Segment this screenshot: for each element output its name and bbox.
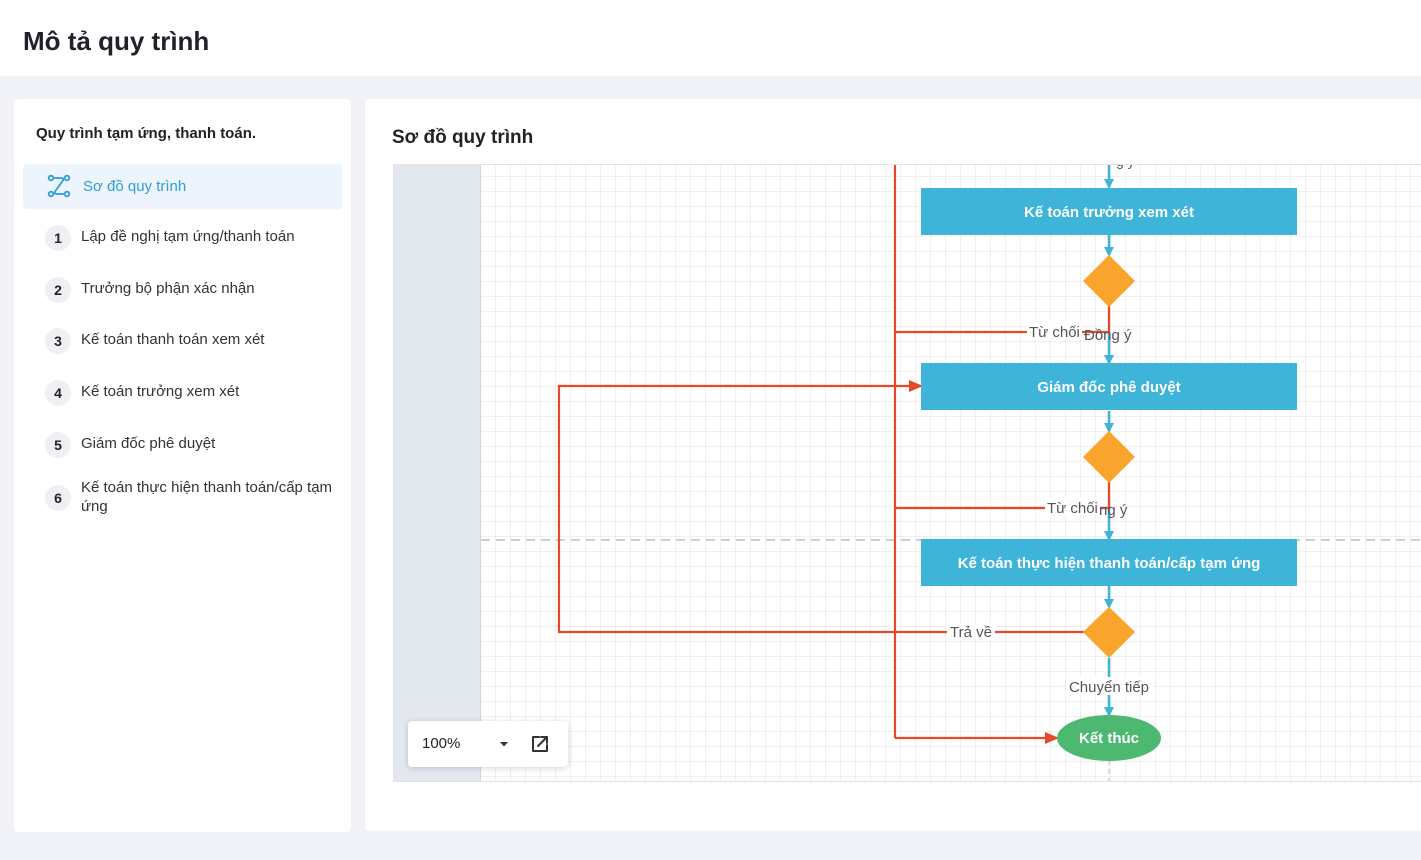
step-label: Giám đốc phê duyệt [81,435,216,452]
step-label: Lập đề nghị tạm ứng/thanh toán [81,228,295,245]
task-node-thuc-hien [921,539,1297,586]
reject-edge-2 [895,481,1111,510]
decision-node-3 [1083,607,1135,658]
process-sidebar: Quy trình tạm ứng, thanh toán. Sơ đồ quy… [14,99,351,832]
decision-node-1 [1083,255,1135,307]
diagram-panel: Sơ đồ quy trình [365,99,1421,831]
step-number: 4 [45,380,71,406]
label-bg [1045,498,1100,515]
task-label-ketoan-truong: Kế toán trưởng xem xét [1024,204,1194,221]
edge-label-approve-2: ng ý [1099,502,1128,519]
task-label-giam-doc: Giám đốc phê duyệt [1037,379,1180,396]
process-name: Quy trình tạm ứng, thanh toán. [36,125,257,142]
process-diagram: Kế toán trưởng xem xét Giám đốc phê duyệ… [481,165,1421,781]
step-number: 3 [45,328,71,354]
return-edge [557,380,1084,634]
reject-edge-1 [895,305,1111,334]
zoom-control: 100% [408,721,568,767]
end-node-label: Kết thúc [1079,730,1139,747]
step-label: Kế toán trưởng xem xét [81,383,240,400]
step-number: 1 [45,225,71,251]
edge-label-return: Trả về [950,624,992,641]
edge-label-reject-2: Từ chối [1047,500,1098,517]
step-label: Kế toán thực hiện thanh toán/cấp tạm ứng [81,479,333,515]
diagram-canvas[interactable]: Kế toán trưởng xem xét Giám đốc phê duyệ… [393,164,1421,782]
sidebar-item-diagram[interactable]: Sơ đồ quy trình [23,164,342,209]
label-bg [947,623,995,640]
step-label: Trưởng bộ phận xác nhận [81,280,255,297]
sidebar-item-label: Sơ đồ quy trình [83,178,187,195]
edge-label-approve-top: g ý [1116,165,1135,169]
edge-label-approve-1: Đồng ý [1084,327,1132,344]
edge-label-forward: Chuyển tiếp [1069,679,1149,696]
end-node [1057,715,1161,761]
diagram-heading: Sơ đồ quy trình [392,127,534,148]
chevron-down-icon[interactable] [497,737,511,751]
task-node-giam-doc [921,363,1297,410]
edge-label-reject-1: Từ chối [1029,324,1080,341]
label-bg [1027,322,1082,339]
step-number: 6 [45,485,71,511]
flow-diagram-icon [47,174,71,198]
step-number: 2 [45,277,71,303]
task-node-ketoan-truong [921,188,1297,235]
top-bar: Mô tả quy trình [0,0,1421,76]
zoom-level[interactable]: 100% [422,735,461,752]
swimlane-header [394,165,481,781]
label-bg [1115,165,1139,169]
task-label-thuc-hien: Kế toán thực hiện thanh toán/cấp tạm ứng [958,555,1261,572]
decision-node-2 [1083,431,1135,483]
step-number: 5 [45,432,71,458]
export-icon[interactable] [529,733,551,755]
label-bg [1066,677,1154,695]
step-label: Kế toán thanh toán xem xét [81,331,265,348]
page-title: Mô tả quy trình [23,26,210,56]
